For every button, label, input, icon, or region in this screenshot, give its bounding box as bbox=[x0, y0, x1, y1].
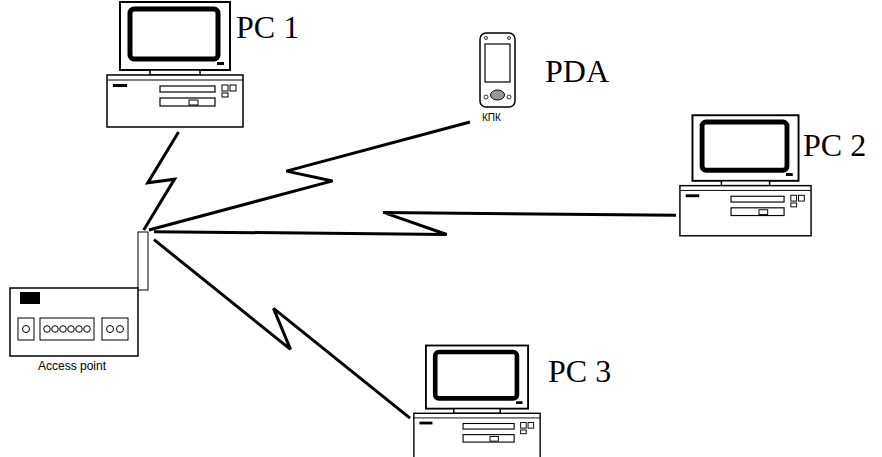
computer-node: PC 1 bbox=[95, 0, 315, 132]
access-point-icon bbox=[10, 232, 148, 356]
wireless-link bbox=[154, 212, 676, 234]
computer-node: PC 2 bbox=[676, 110, 880, 245]
computer-icon bbox=[414, 346, 540, 457]
device-label: PC 1 bbox=[236, 10, 299, 45]
pda-icon bbox=[480, 33, 515, 107]
device-label: PDA bbox=[545, 54, 609, 89]
access-point-node: Access point bbox=[6, 230, 154, 380]
device-label: PC 3 bbox=[548, 354, 611, 389]
device-marking: КПК bbox=[482, 112, 501, 123]
wireless-link bbox=[154, 240, 410, 418]
computer-icon bbox=[680, 115, 811, 236]
device-label: Access point bbox=[38, 360, 106, 373]
computer-node: PC 3 bbox=[410, 340, 632, 457]
wireless-link bbox=[144, 132, 179, 230]
device-label: PC 2 bbox=[803, 128, 866, 163]
pda-node: PDA КПК bbox=[470, 28, 620, 130]
computer-icon bbox=[107, 2, 243, 127]
